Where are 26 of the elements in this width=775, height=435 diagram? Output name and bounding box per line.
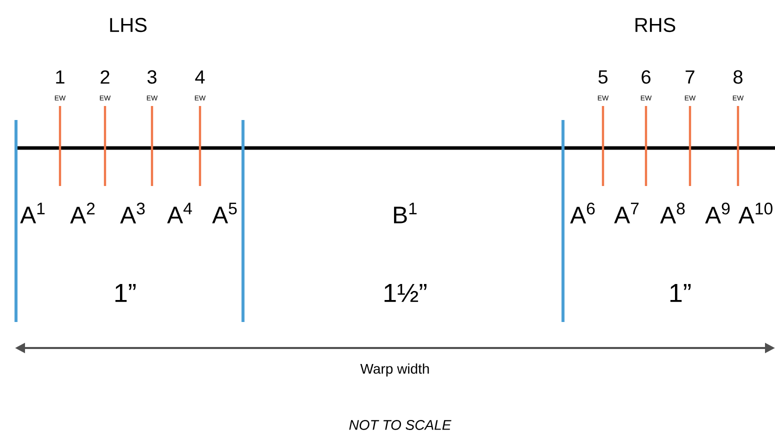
end-warp-number: 2	[100, 70, 110, 84]
section-letter: A$^{9}$	[705, 202, 730, 224]
section-letter: A$^{2}$	[70, 202, 95, 224]
end-warp-number: 8	[734, 70, 742, 84]
end-warp-number: 7	[686, 70, 694, 84]
section-letter: A$^{4}$	[167, 202, 192, 224]
width-label: 1”	[670, 284, 691, 302]
dimension-label: Warp width	[360, 363, 429, 376]
end-warp-number: 4	[195, 70, 205, 84]
section-letter: A$^{8}$	[660, 202, 685, 224]
width-label: 1½”	[384, 284, 426, 302]
section-letter: A$^{6}$	[570, 202, 595, 224]
side-heading: LHS	[110, 18, 147, 32]
section-letter: A$^{7}$	[614, 202, 639, 224]
end-warp-number: 1	[56, 70, 64, 84]
section-letter: A$^{1}$	[20, 202, 45, 224]
end-warp-number: 3	[147, 70, 156, 84]
side-heading: RHS	[636, 18, 676, 32]
section-letter: A$^{3}$	[120, 202, 145, 224]
section-letter: B$^{1}$	[394, 202, 417, 224]
scale-note: NOT TO SCALE	[349, 420, 452, 430]
section-letter: A$^{10}$	[738, 202, 772, 224]
end-warp-number: 6	[642, 70, 650, 84]
end-warp-number: 5	[598, 70, 608, 84]
width-label: 1”	[115, 284, 136, 302]
section-letter: A$^{5}$	[212, 202, 237, 224]
